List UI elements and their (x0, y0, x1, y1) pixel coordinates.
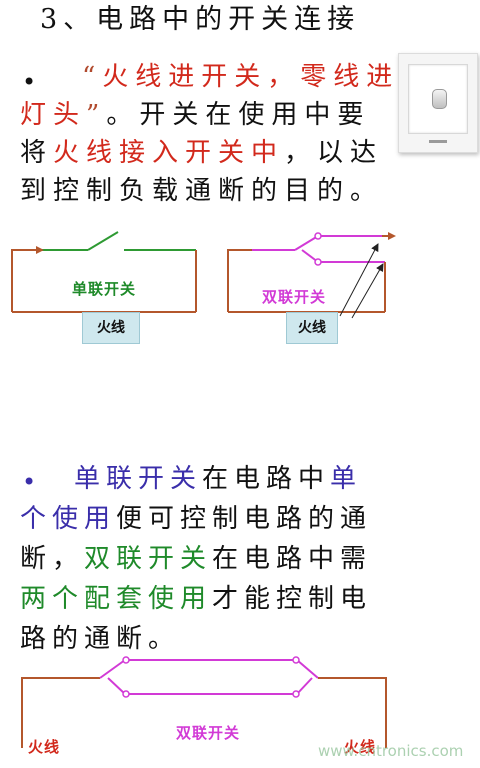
para1-line3: 将火线接入开关中，以达 (20, 138, 384, 168)
bottom-left-blade-lower (107, 677, 126, 695)
double-arrow-icon (388, 232, 396, 240)
bottom-left-blade-upper (99, 659, 126, 679)
pointer-arrow-1 (339, 243, 379, 317)
quote-open: “ (82, 62, 103, 92)
switch-panel (408, 64, 468, 134)
live-wire-box-right: 火线 (286, 312, 338, 344)
bottom-wire-left (21, 677, 100, 748)
single-switch-blade (87, 231, 119, 251)
para2-line4: 两个配套使用才能控制电 (20, 584, 373, 614)
contact-lower (314, 258, 322, 266)
single-arrow-icon (36, 246, 44, 254)
single-wire-left (11, 249, 40, 312)
bottom-wire-right (318, 677, 387, 748)
red-phrase-connect-live: 火线接入开关中 (53, 138, 285, 168)
double-switch-label: 双联开关 (262, 288, 327, 306)
bottom-contact-4 (292, 690, 300, 698)
bottom-right-blade-lower (296, 677, 313, 695)
para2-line5: 路的通断。 (20, 624, 181, 654)
green-phrase-double-switch: 双联开关 (84, 544, 213, 574)
bottom-double-switch-circuit (21, 656, 387, 748)
blue-phrase-single-use: 个使用 (20, 504, 117, 534)
pointer-arrow-2 (351, 263, 384, 319)
live-wire-box-left: 火线 (82, 312, 140, 344)
single-switch-label: 单联开关 (72, 280, 137, 298)
para2-line2: 个使用便可控制电路的通 (20, 504, 373, 534)
para1-line4: 到控制负载通断的目的。 (20, 176, 384, 206)
bullet-2: • (22, 468, 37, 496)
bottom-right-blade-upper (296, 659, 319, 679)
para2-line1: 单联开关在电路中单 (74, 464, 363, 494)
bottom-live-right-label: 火线 (344, 738, 377, 756)
green-phrase-paired-use: 两个配套使用 (20, 584, 213, 614)
para1-line2: 灯头”。开关在使用中要 (20, 100, 371, 130)
quote-close: ” (86, 100, 107, 130)
double-wire-left (227, 249, 252, 312)
contact-upper (314, 232, 322, 240)
wall-switch-image (398, 53, 478, 153)
red-phrase-live-to-switch: 火线进开关，零线进 (102, 62, 400, 92)
para2-line3: 断，双联开关在电路中需 (20, 544, 373, 574)
switch-button-icon (432, 89, 447, 109)
single-switch-circuit (11, 231, 197, 313)
double-blade-upper (294, 235, 319, 251)
bottom-contact-2 (122, 690, 130, 698)
switch-indicator (429, 140, 447, 143)
bottom-live-left-label: 火线 (28, 738, 61, 756)
bottom-contact-3 (292, 656, 300, 664)
para1-line1: “火线进开关，零线进 (82, 64, 399, 90)
bottom-double-switch-label: 双联开关 (176, 724, 241, 742)
bottom-contact-1 (122, 656, 130, 664)
watermark: www.cntronics.com (318, 742, 464, 760)
section-heading: 3、电路中的开关连接 (40, 4, 361, 35)
bullet-1: • (22, 68, 37, 96)
blue-phrase-single-switch: 单联开关 (74, 464, 203, 494)
red-phrase-lamp-head: 灯头 (20, 100, 87, 130)
